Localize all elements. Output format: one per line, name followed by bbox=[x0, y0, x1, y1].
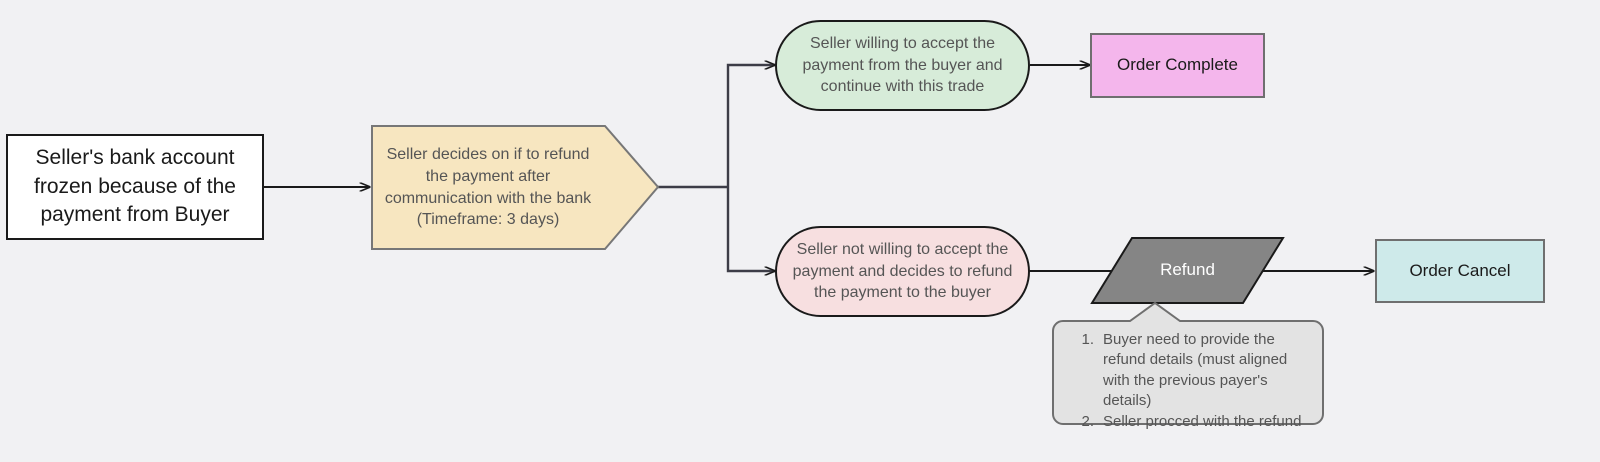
connector-branch-to-accept bbox=[726, 65, 775, 187]
note-item: 2. Seller procced with the refund bbox=[1068, 412, 1313, 432]
node-decline[interactable] bbox=[775, 226, 1030, 317]
node-refund[interactable] bbox=[1090, 237, 1285, 304]
node-order-complete[interactable] bbox=[1090, 33, 1265, 98]
node-decision[interactable] bbox=[371, 125, 660, 250]
connector-branch-to-decline bbox=[726, 187, 775, 271]
node-accept[interactable] bbox=[775, 20, 1030, 111]
note-item-list: 1. Buyer need to provide the refund detai… bbox=[1068, 330, 1313, 432]
note-item-text: Buyer need to provide the refund details… bbox=[1103, 331, 1288, 410]
node-order-cancel[interactable] bbox=[1375, 239, 1545, 303]
note-item-text: Seller procced with the refund bbox=[1103, 412, 1302, 430]
note-item-number: 2. bbox=[1081, 412, 1094, 430]
node-note-callout[interactable] bbox=[1052, 301, 1324, 425]
note-item: 1. Buyer need to provide the refund detai… bbox=[1068, 330, 1313, 412]
note-item-number: 1. bbox=[1081, 331, 1094, 348]
node-start[interactable] bbox=[6, 134, 264, 240]
note-callout-body: 1. Buyer need to provide the refund detai… bbox=[1068, 330, 1313, 432]
